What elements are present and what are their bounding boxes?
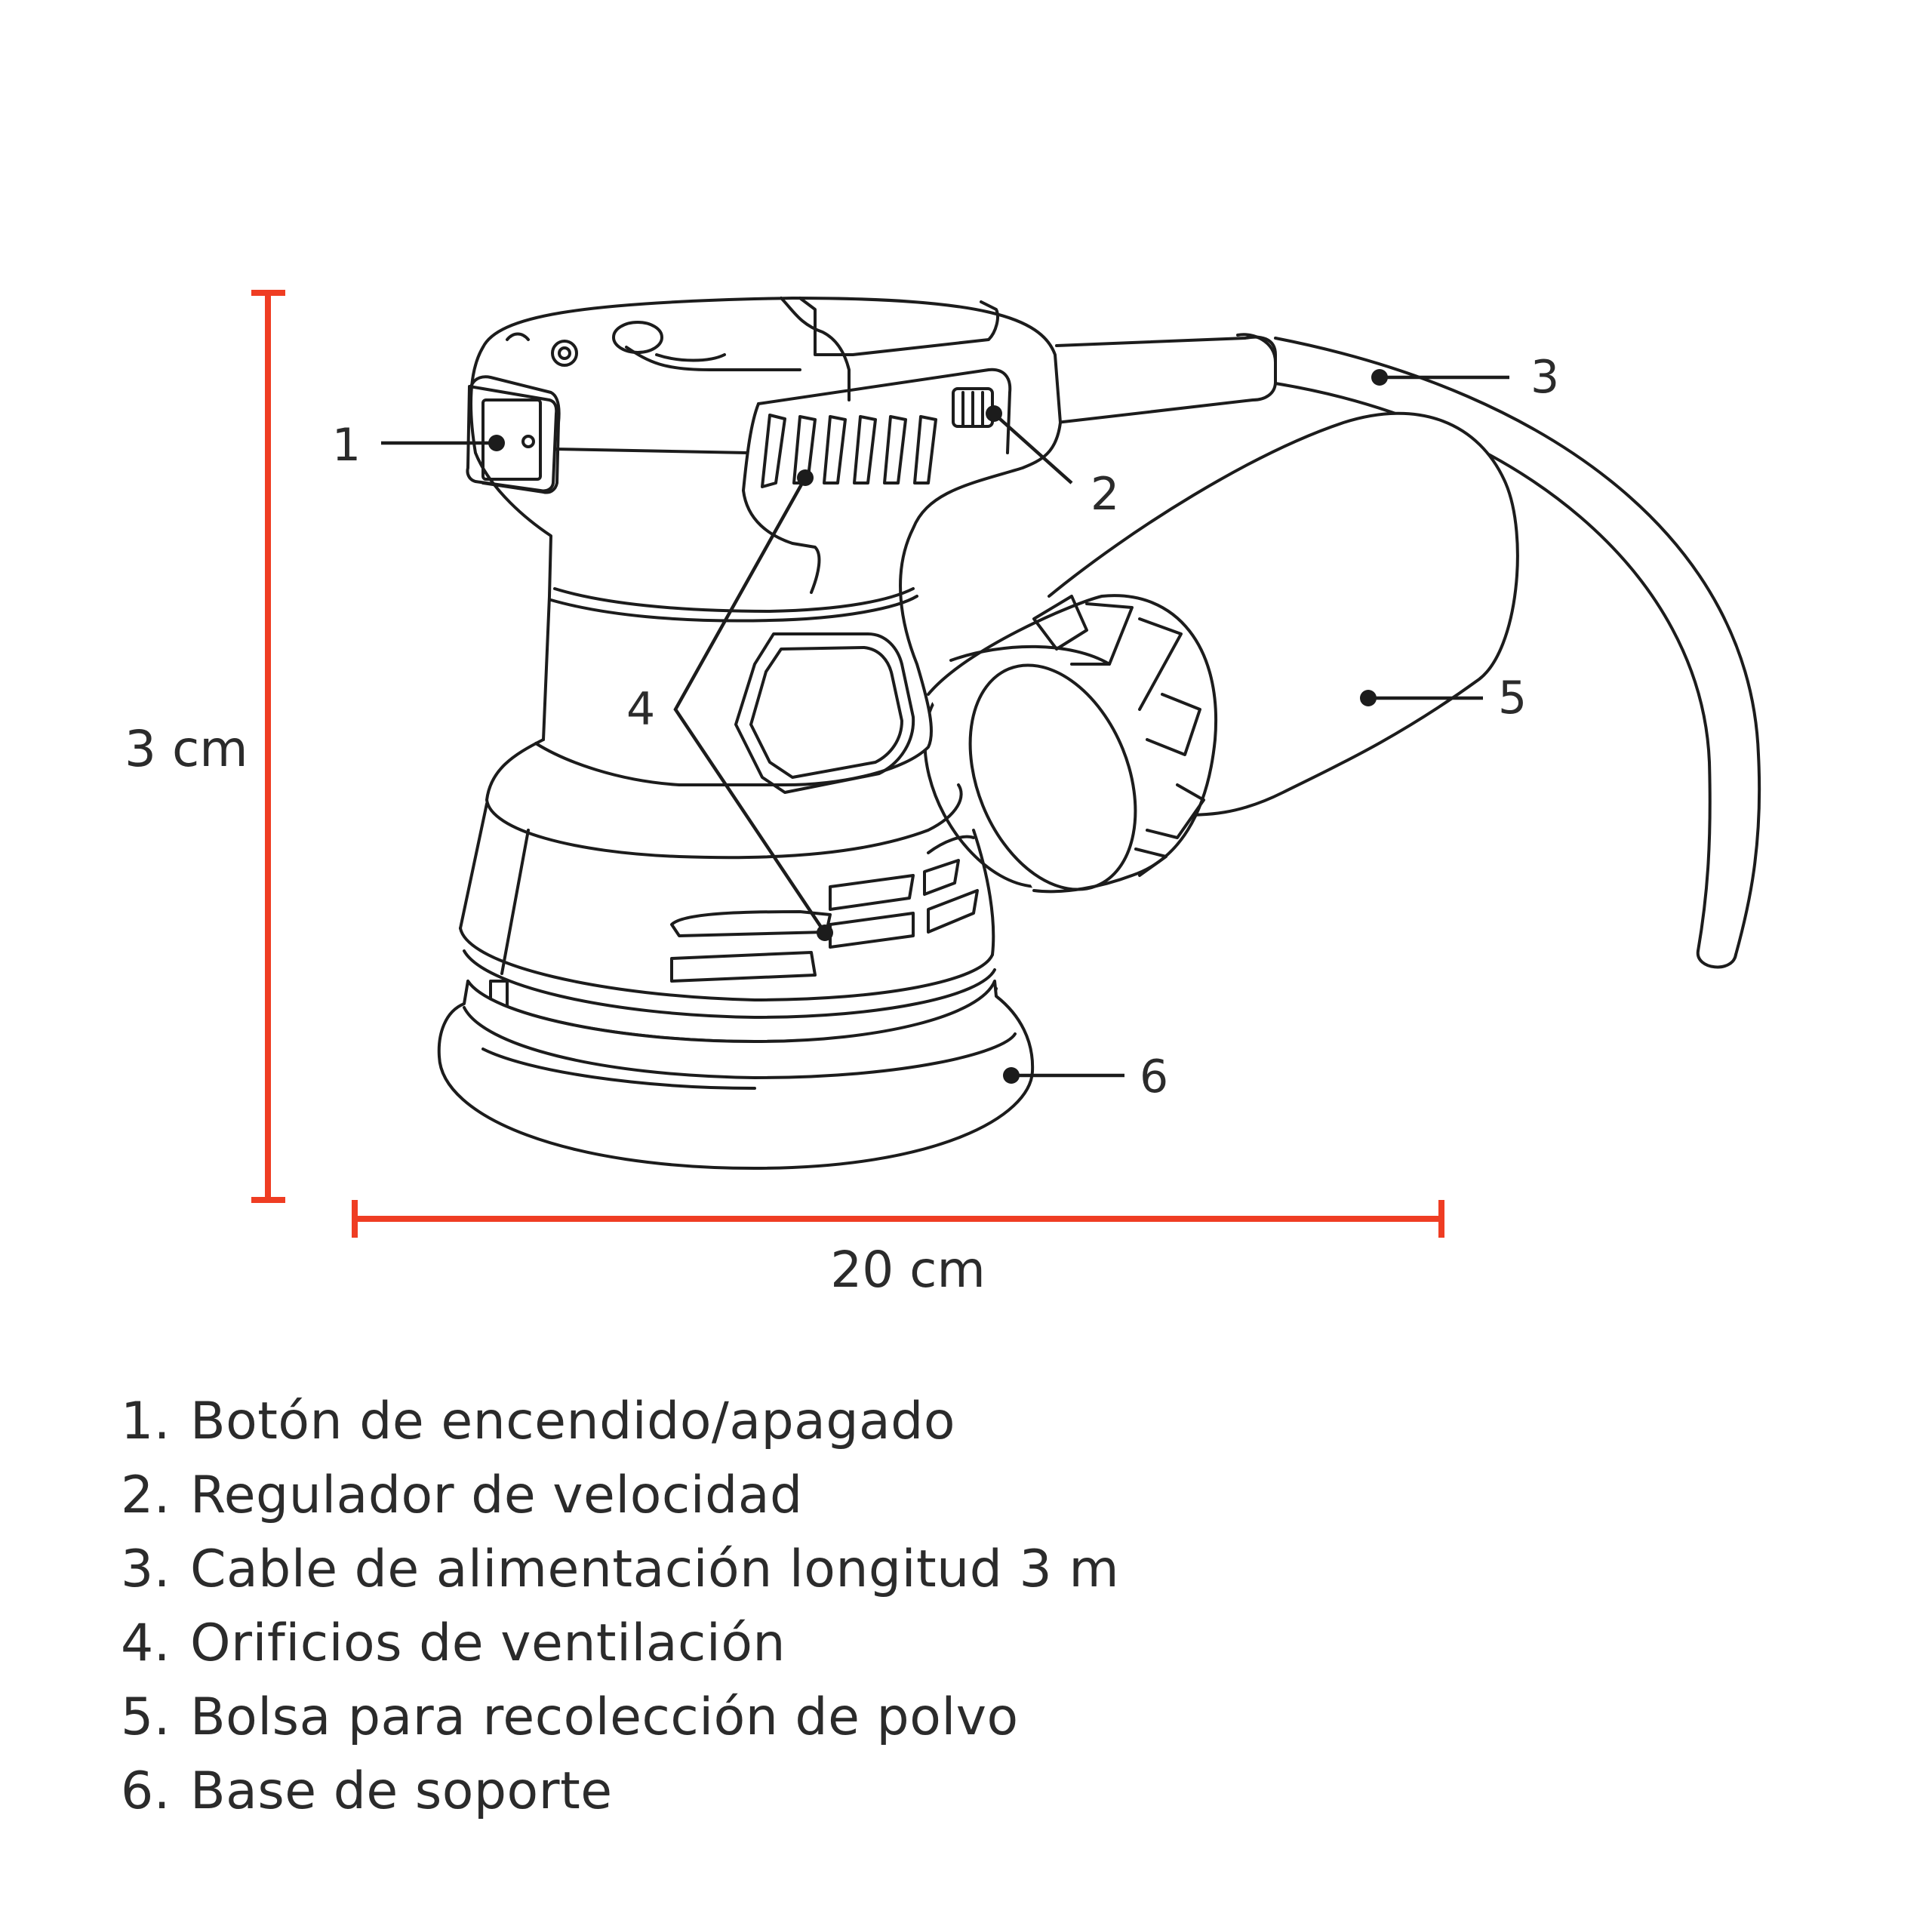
callout-label-2: 2 <box>1091 468 1119 521</box>
legend-item-1: 1. Botón de encendido/apagado <box>121 1385 1119 1459</box>
legend-text: Regulador de velocidad <box>190 1466 803 1525</box>
legend-item-2: 2. Regulador de velocidad <box>121 1459 1119 1533</box>
callout-label-4: 4 <box>626 683 655 736</box>
callout-label-6: 6 <box>1140 1051 1168 1103</box>
callout-2: 2 <box>986 405 1119 521</box>
legend-item-3: 3. Cable de alimentación longitud 3 m <box>121 1533 1119 1607</box>
height-label: 3 cm <box>125 720 248 778</box>
legend-item-4: 4. Orificios de ventilación <box>121 1607 1119 1681</box>
callout-label-5: 5 <box>1498 672 1527 724</box>
legend-number: 3. <box>121 1540 171 1599</box>
height-dimension: 3 cm <box>125 290 285 1203</box>
callout-label-3: 3 <box>1531 351 1559 404</box>
legend-text: Base de soporte <box>190 1761 613 1821</box>
callout-label-1: 1 <box>332 419 361 472</box>
ventilation-slots <box>670 414 979 983</box>
callout-1: 1 <box>332 419 505 472</box>
legend-item-5: 5. Bolsa para recolección de polvo <box>121 1681 1119 1755</box>
legend-number: 2. <box>121 1466 171 1525</box>
legend-text: Bolsa para recolección de polvo <box>190 1687 1019 1747</box>
width-dimension: 20 cm <box>352 1200 1444 1299</box>
legend-item-6: 6. Base de soporte <box>121 1755 1119 1829</box>
parts-legend: 1. Botón de encendido/apagado 2. Regulador… <box>121 1385 1119 1829</box>
power-switch[interactable] <box>466 385 558 493</box>
base-pad <box>437 980 1035 1170</box>
callout-4: 4 <box>626 469 833 941</box>
callout-3: 3 <box>1371 351 1559 404</box>
dust-port <box>923 594 1218 894</box>
legend-number: 6. <box>121 1761 171 1821</box>
callout-6: 6 <box>1003 1051 1168 1103</box>
motor-housing <box>469 297 1062 794</box>
legend-number: 1. <box>121 1392 171 1451</box>
legend-text: Orificios de ventilación <box>190 1614 786 1673</box>
legend-text: Botón de encendido/apagado <box>190 1392 955 1451</box>
legend-text: Cable de alimentación longitud 3 m <box>190 1540 1120 1599</box>
callout-5: 5 <box>1360 672 1527 724</box>
legend-number: 4. <box>121 1614 171 1673</box>
orbital-sander-illustration <box>437 297 1761 1170</box>
legend-number: 5. <box>121 1687 171 1747</box>
width-label: 20 cm <box>830 1241 986 1299</box>
